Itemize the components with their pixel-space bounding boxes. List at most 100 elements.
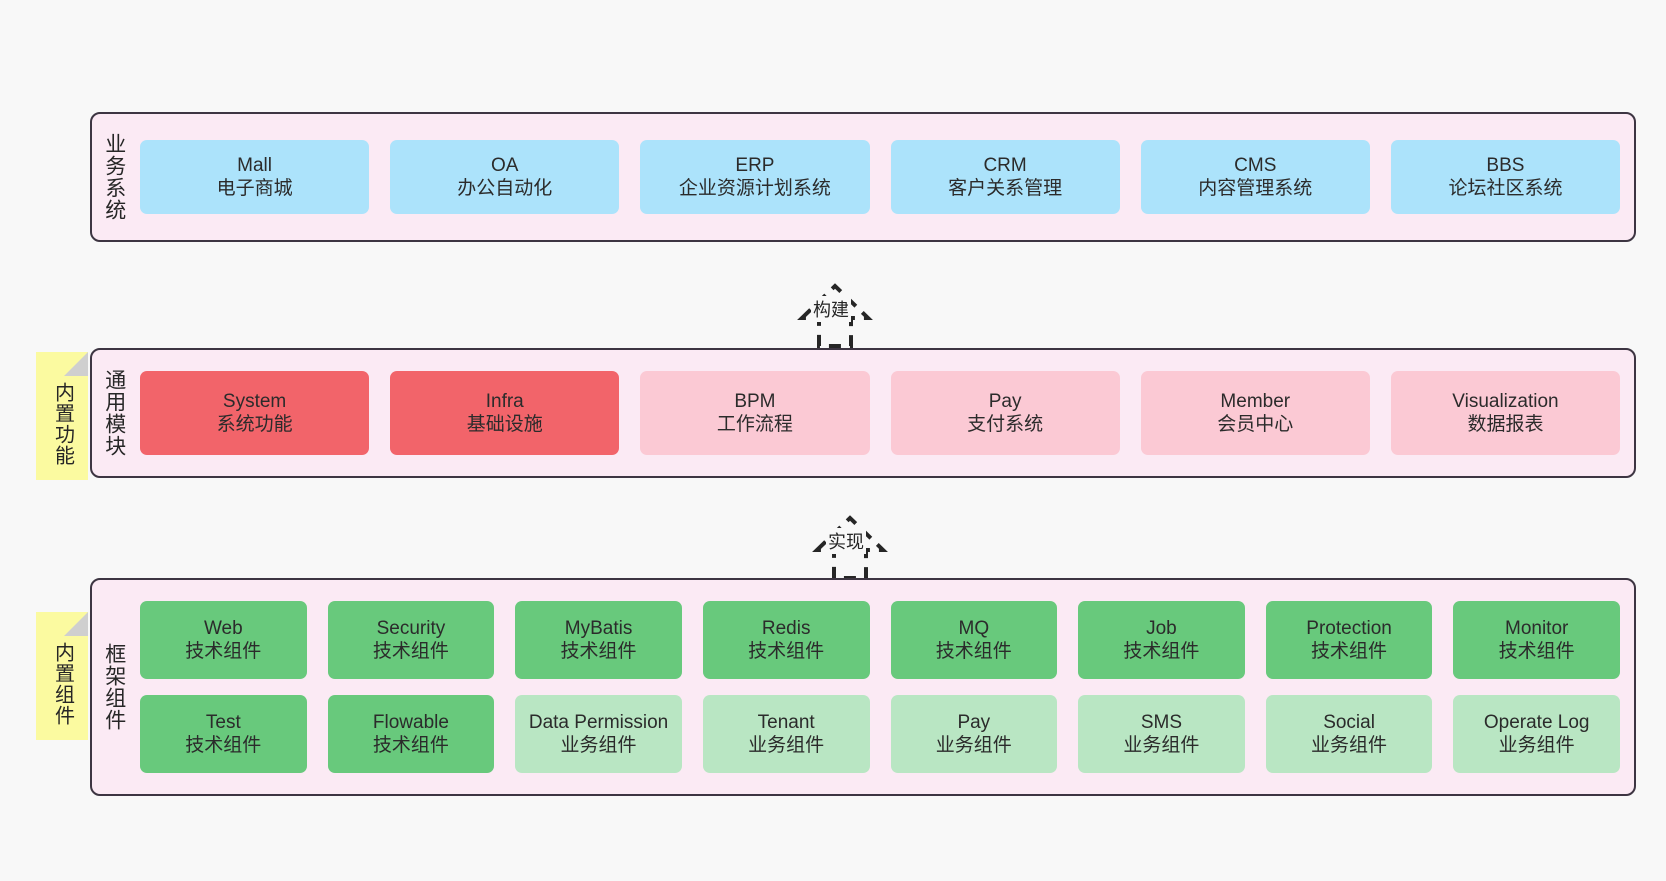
card-subtitle: 业务组件 [1123,735,1200,756]
note-label: 内置功能 [51,382,74,466]
layer-title-framework-component: 框架组件 [102,643,126,731]
card-infra[interactable]: Infra 基础设施 [390,371,620,455]
card-bbs[interactable]: BBS 论坛社区系统 [1390,140,1621,214]
card-subtitle: 技术组件 [372,641,449,662]
card-monitor[interactable]: Monitor 技术组件 [1453,601,1620,679]
card-subtitle: 业务组件 [1311,735,1388,756]
card-web[interactable]: Web 技术组件 [140,601,307,679]
card-visualization[interactable]: Visualization 数据报表 [1390,371,1621,455]
card-title: Monitor [1505,617,1569,639]
card-subtitle: 业务组件 [935,735,1012,756]
card-subtitle: 论坛社区系统 [1448,178,1563,199]
card-title: Web [203,617,243,639]
card-subtitle: 技术组件 [1498,641,1575,662]
card-title: SMS [1140,711,1183,733]
card-title: CRM [983,154,1027,176]
card-crm[interactable]: CRM 客户关系管理 [890,140,1120,214]
card-sms[interactable]: SMS 业务组件 [1078,695,1245,773]
card-operate-log[interactable]: Operate Log 业务组件 [1453,695,1620,773]
card-subtitle: 电子商城 [216,178,293,199]
card-title: Mall [237,154,272,176]
card-subtitle: 技术组件 [185,641,262,662]
layer-common-module: 通用模块 System 系统功能 Infra 基础设施 BPM 工作流程 Pay… [90,348,1636,478]
card-mybatis[interactable]: MyBatis 技术组件 [515,601,682,679]
card-erp[interactable]: ERP 企业资源计划系统 [640,140,870,214]
card-pay-module[interactable]: Pay 支付系统 [890,371,1120,455]
card-subtitle: 技术组件 [185,735,262,756]
card-subtitle: 业务组件 [1498,735,1575,756]
card-title: Pay [957,711,991,733]
card-title: BBS [1486,154,1525,176]
card-security[interactable]: Security 技术组件 [327,601,495,679]
card-redis[interactable]: Redis 技术组件 [702,601,870,679]
card-subtitle: 基础设施 [466,414,543,435]
note-builtin-component: 内置组件 [36,612,88,740]
card-title: Flowable [372,711,449,733]
layer-business-system: 业务系统 Mall 电子商城 OA 办公自动化 ERP 企业资源计划系统 CRM… [90,112,1636,242]
card-oa[interactable]: OA 办公自动化 [390,140,620,214]
arrow-implement: 实现 [770,490,930,580]
card-subtitle: 技术组件 [1123,641,1200,662]
card-subtitle: 技术组件 [748,641,825,662]
card-title: MQ [958,617,990,639]
card-social[interactable]: Social 业务组件 [1265,695,1433,773]
card-title: System [222,390,287,412]
card-subtitle: 企业资源计划系统 [678,178,831,199]
arrow-build-label: 构建 [811,296,851,322]
card-subtitle: 会员中心 [1217,414,1294,435]
layer-title-common-module: 通用模块 [102,369,126,457]
card-row: Web 技术组件 Security 技术组件 MyBatis 技术组件 Redi… [140,601,1620,679]
card-title: Operate Log [1483,711,1590,733]
note-label: 内置组件 [51,642,74,726]
card-tenant[interactable]: Tenant 业务组件 [702,695,870,773]
card-title: Infra [485,390,524,412]
layer-title-business-system: 业务系统 [102,133,126,221]
card-subtitle: 技术组件 [1311,641,1388,662]
card-mq[interactable]: MQ 技术组件 [890,601,1058,679]
card-title: Visualization [1452,390,1559,412]
card-subtitle: 技术组件 [560,641,637,662]
card-data-permission[interactable]: Data Permission 业务组件 [515,695,682,773]
card-title: Member [1220,390,1291,412]
card-mall[interactable]: Mall 电子商城 [140,140,370,214]
card-row: System 系统功能 Infra 基础设施 BPM 工作流程 Pay 支付系统… [140,371,1621,455]
card-subtitle: 数据报表 [1467,414,1544,435]
arrow-implement-icon [812,515,888,580]
card-title: BPM [734,390,776,412]
card-title: CMS [1234,154,1277,176]
card-title: OA [491,154,519,176]
arrow-implement-label: 实现 [826,528,866,554]
card-title: ERP [735,154,775,176]
card-row: Mall 电子商城 OA 办公自动化 ERP 企业资源计划系统 CRM 客户关系… [140,140,1621,214]
card-bpm[interactable]: BPM 工作流程 [640,371,870,455]
card-title: Test [205,711,241,733]
card-cms[interactable]: CMS 内容管理系统 [1140,140,1370,214]
card-subtitle: 支付系统 [967,414,1044,435]
card-subtitle: 系统功能 [216,414,293,435]
card-title: Protection [1306,617,1392,639]
layer-framework-component: 框架组件 Web 技术组件 Security 技术组件 MyBatis 技术组件… [90,578,1636,796]
layer-body-common-module: System 系统功能 Infra 基础设施 BPM 工作流程 Pay 支付系统… [136,350,1634,476]
card-title: Job [1146,617,1177,639]
card-subtitle: 技术组件 [372,735,449,756]
card-subtitle: 业务组件 [560,735,637,756]
layer-body-framework-component: Web 技术组件 Security 技术组件 MyBatis 技术组件 Redi… [136,580,1634,794]
arrow-build: 构建 [755,258,915,348]
card-job[interactable]: Job 技术组件 [1078,601,1245,679]
card-member[interactable]: Member 会员中心 [1140,371,1370,455]
card-test[interactable]: Test 技术组件 [140,695,307,773]
card-title: Social [1323,711,1375,733]
card-subtitle: 客户关系管理 [948,178,1063,199]
card-title: Pay [988,390,1022,412]
card-subtitle: 内容管理系统 [1198,178,1313,199]
card-pay-component[interactable]: Pay 业务组件 [890,695,1058,773]
card-flowable[interactable]: Flowable 技术组件 [327,695,495,773]
card-row: Test 技术组件 Flowable 技术组件 Data Permission … [140,695,1620,773]
card-subtitle: 办公自动化 [457,178,553,199]
card-subtitle: 工作流程 [716,414,793,435]
card-title: MyBatis [564,617,633,639]
card-protection[interactable]: Protection 技术组件 [1265,601,1433,679]
card-subtitle: 技术组件 [935,641,1012,662]
card-system[interactable]: System 系统功能 [140,371,370,455]
